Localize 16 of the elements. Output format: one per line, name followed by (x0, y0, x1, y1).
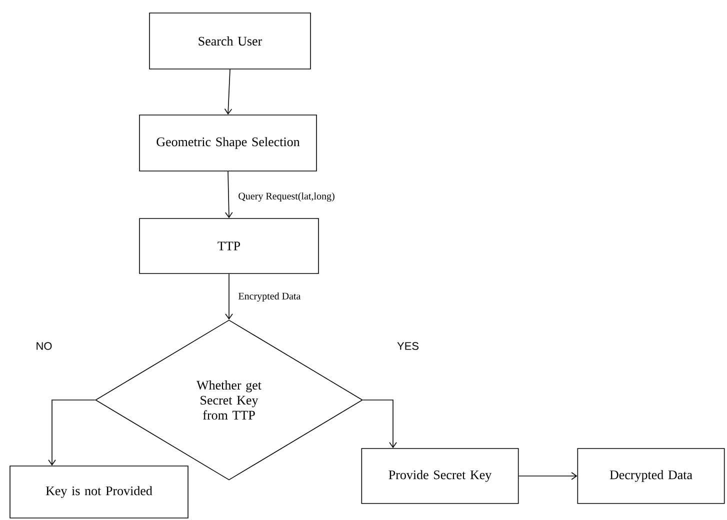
edge-label: NO (34, 341, 54, 351)
process-box: Geometric Shape Selection (139, 114, 317, 172)
edge-label: YES (396, 341, 420, 351)
edge-label: Query Request(lat,long) (237, 191, 336, 203)
process-box: Search User (149, 12, 311, 70)
process-box: Decrypted Data (577, 448, 725, 504)
edge-label: Encrypted Data (237, 291, 302, 303)
arrow (224, 171, 233, 218)
arrow (48, 400, 96, 466)
arrow (224, 69, 232, 115)
process-box: Key is not Provided (10, 466, 188, 518)
arrow (362, 400, 397, 448)
process-box: Provide Secret Key (361, 448, 519, 504)
arrow (518, 472, 578, 480)
arrow (225, 274, 233, 320)
process-box: TTP (139, 218, 319, 274)
